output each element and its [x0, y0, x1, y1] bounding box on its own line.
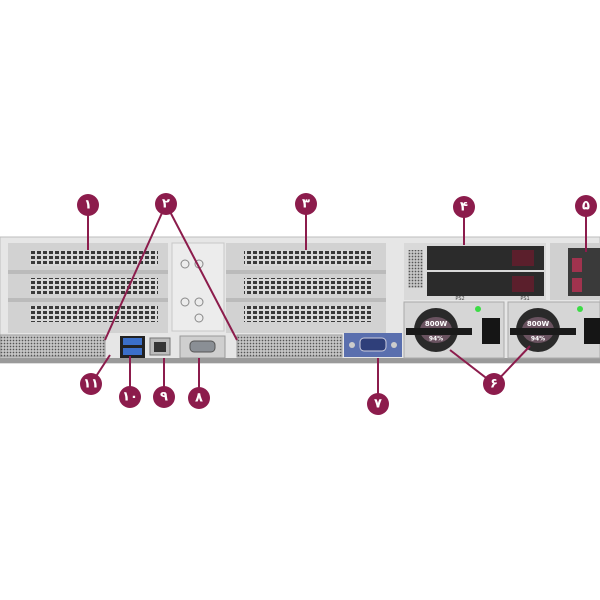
pcie-slot-vent: [244, 278, 372, 294]
callout-number: ۷: [374, 397, 382, 412]
callout-badge: [453, 196, 475, 218]
callout-number: ۲: [162, 197, 170, 212]
callout-leader-line: [165, 203, 238, 341]
callout-badge: [483, 373, 505, 395]
ocp-slot-1: [0, 334, 106, 358]
psu-1: PS2 800W 94%: [403, 296, 505, 359]
psu-bay-label: PS2: [455, 296, 464, 302]
callout-9: ۹: [153, 358, 175, 408]
callout-badge: [77, 194, 99, 216]
callout-badge: [119, 386, 141, 408]
callout-badge: [155, 193, 177, 215]
callout-number: ۳: [302, 197, 310, 212]
callout-number: ۶: [490, 377, 498, 392]
callout-badge: [188, 387, 210, 409]
pcie-riser-2: [226, 243, 386, 358]
callout-11: ۱۱: [80, 354, 111, 395]
callout-badge: [367, 393, 389, 415]
callout-1: ۱: [77, 194, 99, 250]
callout-number: ۱۰: [122, 390, 138, 405]
callout-badge: [575, 195, 597, 217]
callout-leader-line: [104, 203, 167, 341]
callout-number: ۹: [160, 390, 168, 405]
callout-badge: [295, 193, 317, 215]
callout-7: ۷: [367, 358, 389, 415]
callout-3: ۳: [295, 193, 317, 250]
pcie-slot-vent: [30, 250, 158, 266]
psu-bay-label: PS1: [520, 296, 529, 302]
rear-io: [120, 333, 402, 359]
psu-handle[interactable]: [510, 328, 576, 335]
callout-8: ۸: [188, 358, 210, 409]
pcie-slot-vent: [30, 278, 158, 294]
callout-badge: [80, 373, 102, 395]
power-inlet: [584, 318, 600, 344]
callout-badge: [153, 386, 175, 408]
callouts: ۱ ۲ ۳ ۴ ۵ ۶ ۷ ۸ ۹ ۱۰ ۱۱: [77, 193, 597, 415]
drive-cage: [404, 243, 600, 300]
callout-number: ۸: [195, 391, 203, 406]
callout-number: ۴: [460, 200, 468, 215]
psu-2: PS1 800W 94%: [507, 296, 600, 359]
ocp-slot-2: [236, 334, 343, 358]
psu-wattage: 800W: [527, 320, 550, 328]
callout-2: ۲: [104, 193, 238, 341]
psu-status-led: [475, 306, 481, 312]
callout-number: ۵: [582, 199, 590, 214]
callout-5: ۵: [575, 195, 597, 252]
psu-wattage: 800W: [425, 320, 448, 328]
psu-status-led: [577, 306, 583, 312]
pcie-slot-vent: [244, 250, 372, 266]
power-inlet: [482, 318, 500, 344]
pcie-slot-vent: [30, 306, 158, 322]
callout-number: ۱: [84, 198, 92, 213]
center-bracket: [171, 242, 225, 332]
pcie-slot-vent: [244, 306, 372, 322]
callout-number: ۱۱: [83, 377, 99, 392]
psu-efficiency: 94%: [531, 336, 545, 343]
callout-4: ۴: [453, 196, 475, 245]
psu-efficiency: 94%: [429, 336, 443, 343]
psu-handle[interactable]: [406, 328, 472, 335]
callout-6: ۶: [449, 345, 531, 395]
callout-10: ۱۰: [119, 356, 141, 408]
